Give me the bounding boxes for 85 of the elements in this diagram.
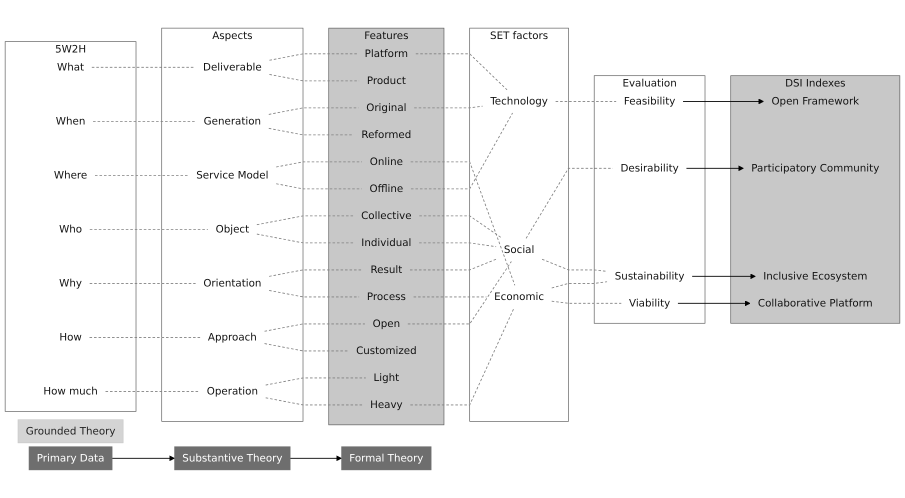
node-text: Result (370, 263, 402, 276)
node-text: Customized (356, 344, 417, 357)
node-text: Online (370, 155, 403, 168)
arrow (678, 300, 750, 306)
arrow (112, 455, 175, 462)
connector (551, 281, 608, 288)
connector (410, 308, 514, 406)
node-text: Approach (208, 330, 257, 344)
arrow (682, 98, 764, 104)
connector (415, 53, 508, 90)
connector (265, 378, 366, 386)
connector (410, 258, 497, 270)
connector (407, 261, 512, 324)
node-text: Platform (364, 47, 408, 60)
connector (526, 168, 614, 239)
node-text: Operation (206, 384, 258, 398)
connector (268, 107, 359, 115)
connector (410, 161, 516, 286)
connector (268, 290, 360, 298)
node-text: How much (43, 384, 98, 398)
node-text: When (56, 114, 86, 128)
arrow (692, 274, 756, 280)
connector (418, 215, 503, 239)
connector (264, 324, 366, 332)
connector (91, 66, 196, 68)
connector (264, 343, 349, 352)
node-text: Collective (361, 209, 412, 222)
connector (410, 112, 513, 190)
node-text: Orientation (203, 276, 262, 290)
node-text: Social (504, 244, 534, 256)
connector (414, 106, 483, 108)
node-box: Primary Data (28, 446, 112, 470)
node-text: Inclusive Ecosystem (763, 270, 868, 282)
node-text: Where (54, 168, 88, 182)
node-text: Participatory Community (751, 162, 880, 174)
node-text: Open (372, 317, 400, 330)
connector (105, 391, 200, 392)
node-text: Process (366, 290, 406, 303)
node-text: Economic (494, 290, 544, 303)
node-text: Service Model (196, 168, 268, 182)
connector (92, 120, 196, 122)
node-text: Open Framework (771, 95, 860, 108)
node-text: Product (366, 74, 406, 87)
connector (418, 242, 497, 248)
node-text: Feasibility (624, 95, 676, 108)
node-text: Object (216, 222, 250, 236)
connector (551, 300, 622, 304)
node-text: Generation (204, 114, 262, 128)
connector (555, 101, 617, 102)
node-text: Desirability (620, 162, 679, 174)
node-box: Substantive Theory (174, 446, 290, 470)
node-box: Grounded Theory (18, 419, 124, 444)
connector (276, 161, 362, 168)
connector (542, 258, 608, 272)
node-text: Technology (490, 95, 548, 108)
node-text: How (59, 330, 82, 344)
node-text: Viability (629, 296, 670, 310)
node-box: Formal Theory (341, 446, 432, 470)
connector (89, 282, 196, 284)
node-text: Individual (361, 236, 412, 249)
connector (89, 337, 201, 338)
node-text: Heavy (370, 398, 403, 411)
node-text: What (57, 60, 84, 74)
node-text: Who (59, 222, 82, 236)
node-text: Light (374, 371, 400, 384)
connector (269, 53, 358, 61)
node-text: Deliverable (203, 60, 262, 74)
connector (89, 228, 208, 230)
connector (256, 215, 354, 226)
connector (265, 397, 363, 406)
connector (256, 234, 354, 244)
node-text: Collaborative Platform (758, 296, 873, 310)
connector (268, 269, 364, 277)
connector (276, 183, 362, 190)
connector (268, 128, 354, 136)
node-text: Sustainability (614, 270, 684, 282)
node-text: Reformed (361, 128, 412, 141)
connector (94, 174, 189, 176)
node-text: Offline (369, 182, 404, 195)
node-text: Original (366, 101, 406, 114)
connector (413, 296, 487, 298)
connector (269, 74, 360, 82)
node-text: Why (59, 276, 82, 290)
arrow (686, 165, 744, 172)
arrow (290, 455, 342, 462)
